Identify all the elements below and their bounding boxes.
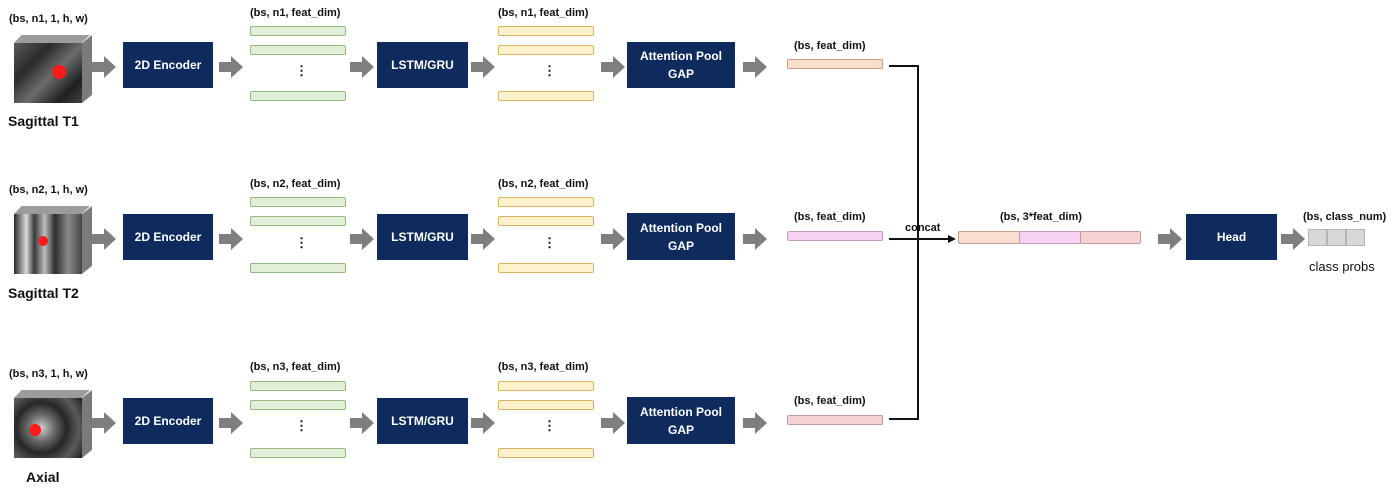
- hidden-vector: [498, 263, 594, 273]
- mri-volume-icon: [14, 35, 92, 105]
- rnn-block: LSTM/GRU: [377, 214, 468, 260]
- rnn-block: LSTM/GRU: [377, 42, 468, 88]
- class-prob-cell: [1346, 229, 1365, 246]
- feature-vector: [250, 45, 346, 55]
- pooled-shape: (bs, feat_dim): [794, 40, 866, 52]
- feature-vector: [250, 26, 346, 36]
- encoder-feat-shape: (bs, n1, feat_dim): [250, 7, 341, 19]
- concat-shape: (bs, 3*feat_dim): [1000, 211, 1082, 223]
- encoder-feat-shape: (bs, n2, feat_dim): [250, 178, 341, 190]
- hidden-vector: [498, 26, 594, 36]
- rnn-feat-shape: (bs, n1, feat_dim): [498, 7, 589, 19]
- modality-name: Axial: [26, 469, 60, 485]
- rnn-feat-shape: (bs, n2, feat_dim): [498, 178, 589, 190]
- feature-vector: [250, 263, 346, 273]
- mri-volume-icon: [14, 390, 92, 460]
- ellipsis: ⋮: [543, 235, 556, 250]
- ellipsis: ⋮: [295, 63, 308, 78]
- pooled-shape: (bs, feat_dim): [794, 211, 866, 223]
- feature-vector: [250, 91, 346, 101]
- ellipsis: ⋮: [295, 418, 308, 433]
- hidden-vector: [498, 91, 594, 101]
- feature-vector: [250, 400, 346, 410]
- input-shape-label: (bs, n1, 1, h, w): [9, 13, 88, 25]
- ellipsis: ⋮: [543, 63, 556, 78]
- feature-vector: [250, 448, 346, 458]
- feature-vector: [250, 197, 346, 207]
- feature-vector: [250, 216, 346, 226]
- pool-label: Attention Pool: [640, 404, 722, 419]
- pool-block: Attention Pool GAP: [627, 42, 735, 88]
- gap-label: GAP: [667, 422, 694, 437]
- head-block: Head: [1186, 214, 1277, 260]
- concat-segment-t2: [1019, 231, 1081, 244]
- hidden-vector: [498, 400, 594, 410]
- roi-marker: [29, 424, 41, 436]
- roi-marker: [38, 236, 48, 246]
- class-probs-label: class probs: [1309, 259, 1375, 274]
- concat-label: concat: [905, 222, 941, 234]
- concat-segment-axial: [1080, 231, 1141, 244]
- ellipsis: ⋮: [295, 235, 308, 250]
- modality-name: Sagittal T2: [8, 285, 79, 301]
- concat-segment-t1: [958, 231, 1020, 244]
- rnn-feat-shape: (bs, n3, feat_dim): [498, 361, 589, 373]
- hidden-vector: [498, 216, 594, 226]
- pool-block: Attention Pool GAP: [627, 213, 735, 260]
- hidden-vector: [498, 381, 594, 391]
- pooled-vector: [787, 415, 883, 425]
- encoder-block: 2D Encoder: [123, 398, 213, 444]
- feature-vector: [250, 381, 346, 391]
- class-prob-cell: [1308, 229, 1327, 246]
- pool-label: Attention Pool: [640, 220, 722, 235]
- roi-marker: [52, 65, 66, 79]
- gap-label: GAP: [667, 238, 694, 253]
- pooled-shape: (bs, feat_dim): [794, 395, 866, 407]
- mri-volume-icon: [14, 206, 92, 276]
- pooled-vector: [787, 59, 883, 69]
- rnn-block: LSTM/GRU: [377, 398, 468, 444]
- input-shape-label: (bs, n2, 1, h, w): [9, 184, 88, 196]
- pool-block: Attention Pool GAP: [627, 397, 735, 444]
- pool-label: Attention Pool: [640, 49, 722, 63]
- encoder-feat-shape: (bs, n3, feat_dim): [250, 361, 341, 373]
- ellipsis: ⋮: [543, 418, 556, 433]
- encoder-block: 2D Encoder: [123, 42, 213, 88]
- hidden-vector: [498, 448, 594, 458]
- class-prob-cell: [1327, 229, 1346, 246]
- encoder-block: 2D Encoder: [123, 214, 213, 260]
- head-output-shape: (bs, class_num): [1303, 211, 1387, 223]
- gap-label: GAP: [667, 67, 694, 81]
- hidden-vector: [498, 45, 594, 55]
- modality-name: Sagittal T1: [8, 113, 79, 129]
- input-shape-label: (bs, n3, 1, h, w): [9, 368, 88, 380]
- hidden-vector: [498, 197, 594, 207]
- pooled-vector: [787, 231, 883, 241]
